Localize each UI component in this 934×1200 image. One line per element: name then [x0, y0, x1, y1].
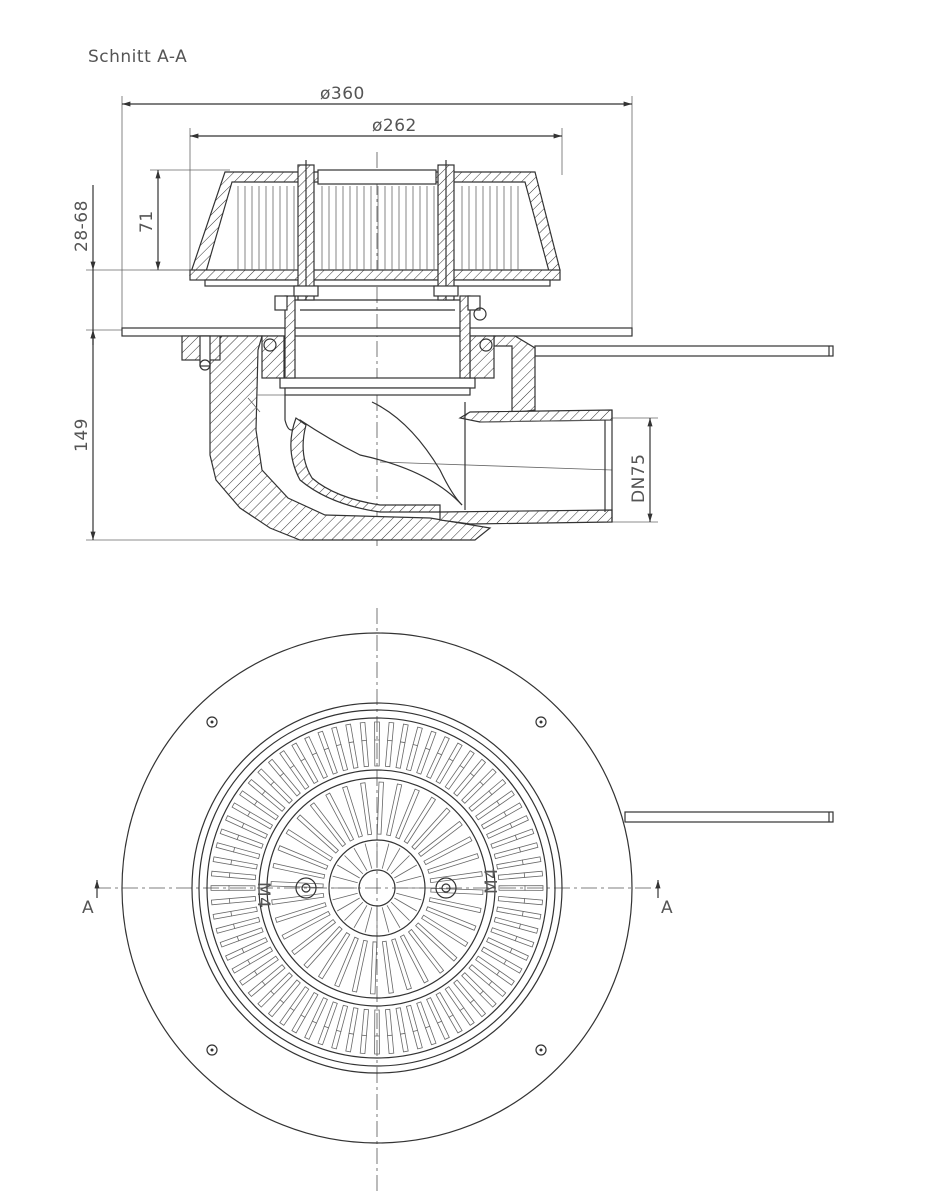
- outer-diameter-label: ø360: [320, 84, 365, 104]
- section-marker-left: A: [82, 880, 100, 918]
- section-mark-left-label: A: [82, 898, 94, 918]
- clamp-ring: [261, 335, 495, 396]
- dimension-grate-diameter: ø262: [189, 116, 563, 270]
- grate-diameter-label: ø262: [372, 116, 417, 136]
- body-height-label: 149: [72, 418, 92, 452]
- grate-screw-left: [293, 160, 319, 301]
- flange-screw-holes: [206, 716, 547, 1056]
- flange-bolt: [181, 335, 221, 371]
- plan-inner-slots: [270, 781, 484, 995]
- grate-cap: [189, 160, 561, 301]
- grate-screw-heads: [295, 877, 457, 899]
- dimension-outlet: DN75: [612, 417, 658, 523]
- section-marker-right: A: [655, 880, 673, 918]
- plan-center-spokes: [331, 842, 423, 934]
- plan-view: M4 M4 A A: [82, 608, 834, 1195]
- section-view: ø360 ø262 71 28-68 14: [72, 84, 834, 548]
- dimension-body-height: 149: [72, 330, 330, 541]
- dimension-adjust-range: 28-68: [72, 185, 190, 345]
- section-title: Schnitt A-A: [88, 47, 187, 67]
- plan-flange-outline: [121, 632, 633, 1144]
- section-mark-right-label: A: [661, 898, 673, 918]
- flange-plate: [121, 327, 633, 337]
- heating-cable: [534, 345, 834, 357]
- inner-funnel: [247, 394, 466, 513]
- plan-outer-slots: [210, 721, 544, 1055]
- drain-body: [209, 335, 613, 541]
- screw-label-right: M4: [482, 868, 502, 894]
- screw-label-left: M4: [253, 882, 273, 908]
- plan-grate-outline: [191, 702, 563, 1074]
- grate-height-label: 71: [137, 210, 157, 233]
- adjust-range-label: 28-68: [72, 200, 92, 252]
- outlet-label: DN75: [629, 454, 649, 503]
- adjustment-tube: [263, 295, 493, 379]
- plan-heating-cable: [624, 811, 834, 823]
- grate-screw-right: [433, 160, 459, 301]
- grate-ribs: [237, 186, 519, 270]
- dimension-outer-diameter: ø360: [121, 84, 633, 330]
